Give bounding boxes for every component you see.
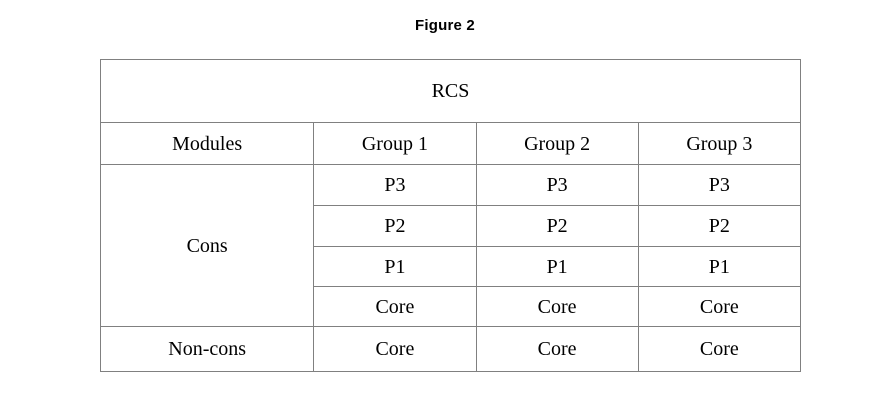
cell-group3-p3: P3 (637, 164, 802, 206)
cell-group3-p1: P1 (637, 246, 802, 287)
cell-group3-p2: P2 (637, 205, 802, 247)
table-row-p2: P2 P2 P2 (101, 205, 802, 247)
row-label-cons: Cons (99, 164, 315, 327)
table-row-p1: P1 P1 P1 (101, 246, 802, 287)
header-cell-group-2: Group 2 (475, 122, 639, 165)
cell-group1-p3: P3 (313, 164, 477, 206)
cell-group2-core: Core (475, 286, 639, 327)
banner-cell-rcs: RCS (100, 59, 801, 123)
header-cell-group-3: Group 3 (637, 122, 802, 165)
rcs-matrix-table: RCS Modules Group 1 Group 2 Group 3 Cons… (99, 59, 802, 372)
table-row-core: Core Core Core (101, 286, 802, 327)
cell-group2-p3: P3 (475, 164, 639, 206)
header-cell-modules: Modules (99, 122, 315, 165)
row-label-non-cons: Non-cons (99, 326, 315, 372)
table-row-banner: RCS (100, 59, 801, 123)
cell-group1-core: Core (313, 286, 477, 327)
cell-group2-p1: P1 (475, 246, 639, 287)
figure-title: Figure 2 (415, 17, 475, 34)
cell-group3-noncons-core: Core (637, 326, 802, 372)
header-cell-group-1: Group 1 (313, 122, 477, 165)
table-row-p3: Cons P3 P3 P3 (99, 164, 802, 327)
table-row-non-cons: Non-cons Core Core Core (99, 326, 802, 372)
cell-group3-core: Core (637, 286, 802, 327)
cell-group1-p2: P2 (313, 205, 477, 247)
table-row-header: Modules Group 1 Group 2 Group 3 (99, 122, 802, 165)
cell-group1-p1: P1 (313, 246, 477, 287)
cell-group2-noncons-core: Core (475, 326, 639, 372)
cell-group1-noncons-core: Core (313, 326, 477, 372)
cell-group2-p2: P2 (475, 205, 639, 247)
